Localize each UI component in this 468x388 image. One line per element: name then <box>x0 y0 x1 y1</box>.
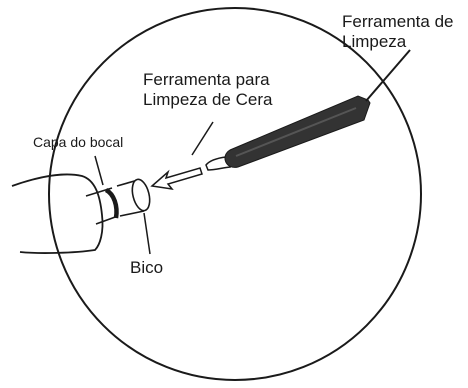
label-nozzle-cap: Capa do bocal <box>33 134 124 150</box>
label-cleaning-tool-line1: Ferramenta de <box>342 12 454 31</box>
insertion-arrow <box>150 167 203 191</box>
device-body <box>11 173 104 254</box>
label-wax-tool-line1: Ferramenta para <box>143 70 270 89</box>
leader-line-wax-tool <box>191 121 214 156</box>
nozzle-opening <box>131 178 151 212</box>
cleaning-tool-handle-highlight <box>235 107 357 157</box>
nozzle-cap-ring <box>104 187 119 219</box>
leader-line-nozzle <box>143 212 151 255</box>
magnified-view-circle <box>48 7 422 381</box>
cleaning-tool-shaft <box>365 49 411 102</box>
label-nozzle: Bico <box>130 258 164 277</box>
wax-tool-tip <box>205 156 232 171</box>
label-cleaning-tool-line2: Limpeza <box>342 32 407 52</box>
leader-line-nozzle-cap <box>94 155 104 186</box>
label-cleaning-tool: Ferramenta de Limpeza <box>342 12 454 52</box>
label-wax-tool-line2: Limpeza de Cera <box>143 90 273 110</box>
label-wax-tool: Ferramenta para Limpeza de Cera <box>143 70 272 110</box>
